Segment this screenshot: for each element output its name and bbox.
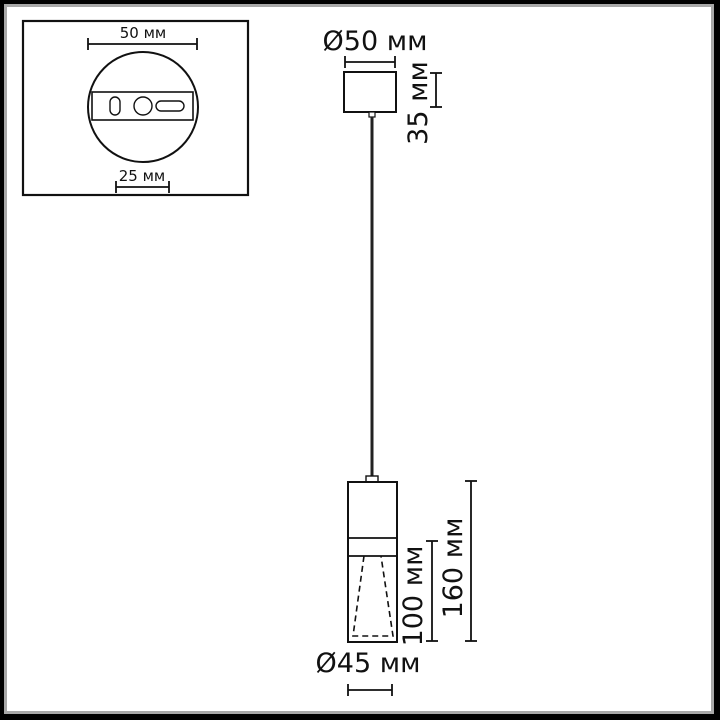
canopy: Ø50 мм 35 мм — [323, 26, 442, 145]
canopy-diameter-label: Ø50 мм — [323, 26, 428, 57]
shade-body — [347, 481, 398, 643]
mounting-slot-vertical — [109, 96, 121, 116]
inner-cone-dashed — [352, 555, 394, 637]
lower-height-dimension: 100 мм — [398, 540, 438, 647]
inset-bottom-dimension-label: 25 мм — [119, 167, 166, 185]
total-height-dimension: 160 мм — [438, 480, 477, 642]
inset-top-dimension: 50 мм — [87, 24, 198, 50]
inset-box — [21, 19, 250, 197]
inset-top-dimension-label: 50 мм — [120, 24, 167, 42]
inset-mounting-view: 50 мм 25 мм — [21, 19, 250, 197]
canopy-cord-grip — [368, 111, 376, 118]
canopy-body — [343, 71, 397, 113]
shade-diameter-label: Ø45 мм — [316, 648, 421, 679]
total-height-label: 160 мм — [438, 518, 469, 619]
shade-diameter-dimension: Ø45 мм — [316, 648, 421, 696]
canopy-height-label: 35 мм — [403, 61, 434, 145]
inset-bottom-dimension: 25 мм — [115, 167, 170, 193]
mounting-slot-horizontal — [155, 100, 185, 112]
pendant-shade — [347, 475, 398, 643]
lower-height-label: 100 мм — [398, 546, 429, 647]
mounting-hole-center — [133, 96, 153, 116]
